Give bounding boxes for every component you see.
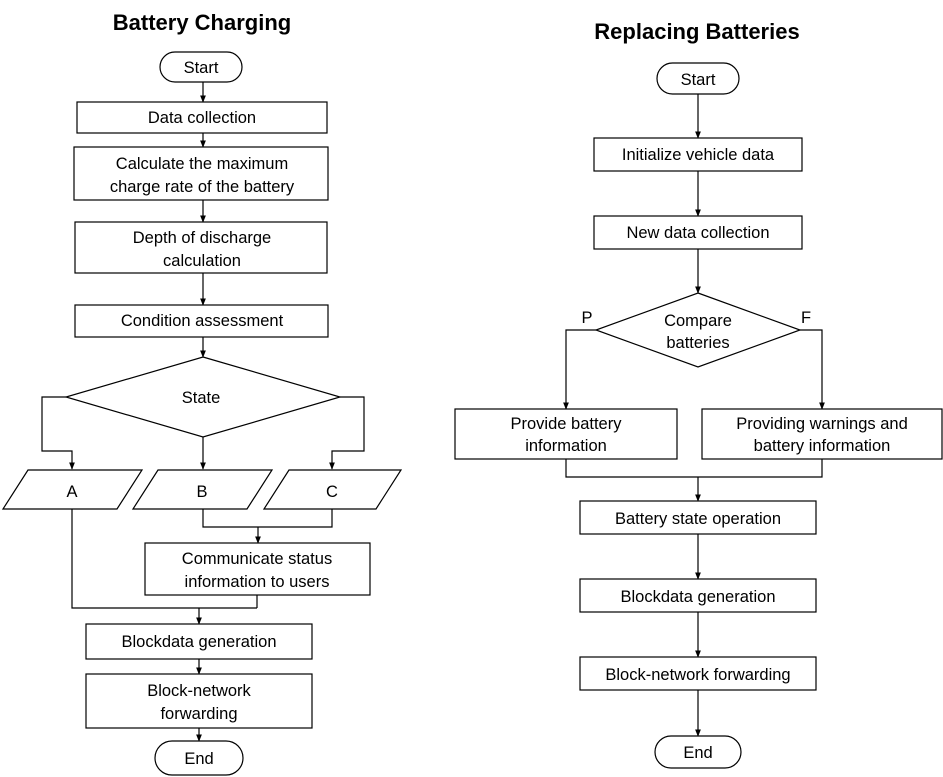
output-a-label: A — [66, 483, 77, 501]
branch-arrow-a — [41, 396, 75, 470]
provide-battery-info-label-1: Provide battery — [511, 415, 623, 433]
left-blockdata-label: Blockdata generation — [121, 633, 276, 651]
left-end-terminal — [154, 740, 244, 776]
merge-line-pf — [565, 459, 823, 478]
battery-state-operation-box — [579, 500, 817, 535]
replacing-batteries-flowchart: Replacing Batteries Start Initialize veh… — [454, 19, 943, 769]
battery-state-operation-label: Battery state operation — [615, 510, 781, 528]
output-a-parallelogram — [1, 469, 144, 510]
warnings-battery-info-label-2: battery information — [754, 437, 891, 455]
right-forwarding-label: Block-network forwarding — [605, 666, 790, 684]
data-collection-label: Data collection — [148, 109, 256, 127]
right-blockdata-box — [579, 578, 817, 613]
condition-assessment-box — [74, 304, 329, 338]
merge-line-a — [71, 509, 199, 609]
battery-charging-flowchart: Battery Charging Start Data collection C… — [1, 10, 403, 776]
left-end-label: End — [184, 750, 213, 768]
provide-battery-info-label-2: information — [525, 437, 607, 455]
battery-charging-title: Battery Charging — [113, 10, 291, 35]
merge-line-bc — [202, 509, 333, 528]
left-forwarding-box — [85, 673, 313, 729]
compare-batteries-label-2: batteries — [666, 334, 729, 352]
right-start-label: Start — [681, 71, 716, 89]
provide-battery-info-box — [454, 408, 678, 460]
output-b-label: B — [196, 483, 207, 501]
warnings-battery-info-label-1: Providing warnings and — [736, 415, 908, 433]
branch-arrow-c — [329, 396, 365, 470]
communicate-status-label-2: information to users — [185, 573, 330, 591]
left-start-label: Start — [184, 59, 219, 77]
output-b-parallelogram — [131, 469, 274, 510]
fail-branch-arrow — [800, 329, 825, 410]
data-collection-box — [76, 101, 328, 134]
state-decision-label: State — [182, 389, 221, 407]
right-forwarding-box — [579, 656, 817, 691]
compare-batteries-label-1: Compare — [664, 312, 732, 330]
left-forwarding-label-2: forwarding — [160, 705, 237, 723]
pass-branch-label: P — [581, 309, 592, 327]
replacing-batteries-title: Replacing Batteries — [594, 19, 799, 44]
right-end-terminal — [654, 735, 742, 769]
max-charge-rate-label-1: Calculate the maximum — [116, 155, 288, 173]
warnings-battery-info-box — [701, 408, 943, 460]
depth-of-discharge-label-1: Depth of discharge — [133, 229, 272, 247]
compare-batteries-diamond — [594, 292, 802, 368]
right-end-label: End — [683, 744, 712, 762]
depth-of-discharge-box — [74, 221, 328, 274]
communicate-status-label-1: Communicate status — [182, 550, 332, 568]
output-c-label: C — [326, 483, 338, 501]
max-charge-rate-box — [73, 146, 329, 201]
output-c-parallelogram — [262, 469, 403, 510]
right-blockdata-label: Blockdata generation — [620, 588, 775, 606]
depth-of-discharge-label-2: calculation — [163, 252, 241, 270]
max-charge-rate-label-2: charge rate of the battery — [110, 178, 295, 196]
fail-branch-label: F — [801, 309, 811, 327]
new-data-collection-label: New data collection — [626, 224, 769, 242]
communicate-status-box — [144, 542, 371, 596]
condition-assessment-label: Condition assessment — [121, 312, 284, 330]
new-data-collection-box — [593, 215, 803, 250]
left-forwarding-label-1: Block-network — [147, 682, 251, 700]
initialize-vehicle-data-label: Initialize vehicle data — [622, 146, 775, 164]
left-start-terminal — [159, 51, 243, 83]
pass-branch-arrow — [563, 329, 596, 410]
